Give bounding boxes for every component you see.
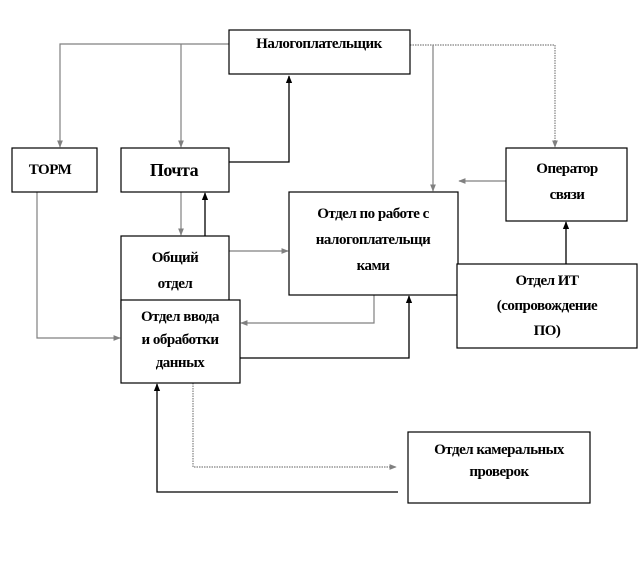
node-label: отдел	[158, 276, 194, 292]
node-label: ТОРМ	[29, 162, 72, 178]
node-label: Оператор	[536, 161, 598, 177]
node-label: ПО)	[534, 323, 561, 339]
arrow-dept-to-input	[240, 295, 375, 326]
arrow-post-to-taxpayer	[229, 75, 293, 163]
node-label: Отдел ИТ	[516, 273, 579, 289]
node-label: Отдел камеральных	[434, 442, 565, 458]
connectors	[36, 43, 570, 493]
node-label: связи	[550, 187, 586, 203]
node-torm: ТОРМ	[11, 147, 98, 193]
node-label: Отдел ввода	[141, 309, 220, 325]
node-post: Почта	[120, 147, 230, 193]
node-general-department: Общий отдел	[120, 235, 230, 310]
node-taxpayer: Налогоплательщик	[228, 29, 411, 75]
node-label: Налогоплательщик	[256, 36, 383, 52]
arrow-torm-to-input	[36, 192, 121, 341]
node-taxpayer-department: Отдел по работе с налогоплательщи ками	[288, 191, 459, 296]
node-communication-operator: Оператор связи	[505, 147, 628, 222]
node-label: проверок	[469, 464, 529, 480]
node-it-department: Отдел ИТ (сопровождение ПО)	[456, 263, 638, 349]
node-label: и обработки	[142, 332, 220, 348]
node-label: ками	[357, 258, 391, 274]
node-data-input-department: Отдел ввода и обработки данных	[120, 299, 241, 384]
node-label: (сопровождение	[497, 298, 598, 314]
node-label: Общий	[152, 250, 199, 266]
arrow-audit-to-input	[153, 383, 398, 493]
arrow-input-to-audit	[192, 383, 397, 470]
node-label: данных	[156, 355, 206, 371]
arrow-taxpayer-to-operator	[410, 44, 558, 148]
arrow-input-to-dept	[240, 295, 413, 359]
node-label: Отдел по работе с	[317, 206, 429, 222]
node-label: Почта	[150, 160, 199, 180]
node-audit-department: Отдел камеральных проверок	[407, 431, 591, 504]
node-label: налогоплательщи	[316, 232, 431, 248]
arrow-taxpayer-to-torm	[57, 43, 229, 148]
